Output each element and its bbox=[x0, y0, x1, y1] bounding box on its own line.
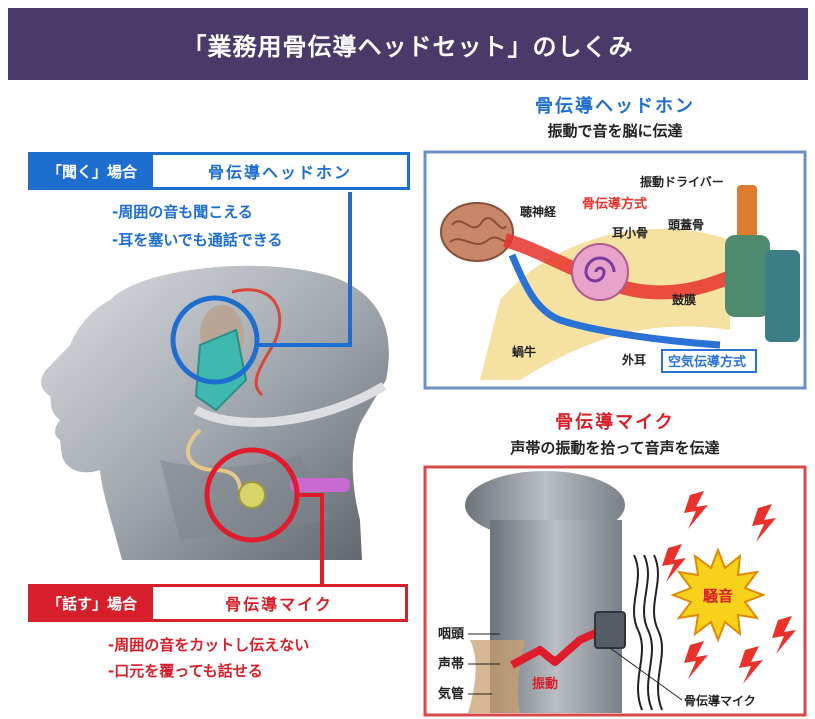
mic-panel-subtitle: 声帯の振動を拾って音声を伝達 bbox=[425, 437, 805, 458]
label-bone-method: 骨伝導方式 bbox=[582, 196, 647, 212]
label-vibration: 振動 bbox=[532, 676, 558, 692]
listen-case-box: 「聞く」場合 骨伝導ヘッドホン bbox=[28, 152, 410, 190]
label-trachea: 気管 bbox=[438, 686, 464, 702]
label-mic: 骨伝導マイク bbox=[684, 693, 756, 708]
speak-device: 骨伝導マイク bbox=[153, 587, 405, 619]
label-nerve: 聴神経 bbox=[520, 204, 557, 219]
headphone-diagram: 振動ドライバー 聴神経 骨伝導方式 耳小骨 頭蓋骨 鼓膜 蝸牛 外耳 空気伝導方… bbox=[425, 152, 805, 388]
cochlea-illustration bbox=[572, 244, 628, 300]
label-skull: 頭蓋骨 bbox=[668, 217, 704, 232]
label-air-method: 空気伝導方式 bbox=[668, 354, 746, 370]
headphone-panel-title: 骨伝導ヘッドホン bbox=[425, 92, 805, 118]
listen-point-2: -耳を塞いでも通話できる bbox=[112, 229, 282, 250]
label-vocal-cords: 声帯 bbox=[437, 656, 464, 672]
label-pharynx: 咽頭 bbox=[438, 627, 465, 642]
head-illustration bbox=[41, 192, 389, 584]
mic-device bbox=[595, 612, 625, 648]
mic-panel-title: 骨伝導マイク bbox=[425, 408, 805, 434]
label-ossicles: 耳小骨 bbox=[612, 225, 648, 240]
mic-diagram: 騒音 咽頭 声帯 気管 振動 骨伝導マイク bbox=[425, 467, 805, 715]
brain-illustration bbox=[441, 203, 513, 261]
label-eardrum: 鼓膜 bbox=[672, 292, 696, 307]
listen-point-1: -周囲の音も聞こえる bbox=[112, 201, 253, 222]
headphone-panel-subtitle: 振動で音を脳に伝達 bbox=[425, 120, 805, 141]
speak-case-box: 「話す」場合 骨伝導マイク bbox=[28, 584, 408, 622]
listen-tag: 「聞く」場合 bbox=[31, 155, 153, 187]
listen-device: 骨伝導ヘッドホン bbox=[153, 155, 407, 187]
speak-point-1: -周囲の音をカットし伝えない bbox=[108, 634, 309, 655]
throat-mic bbox=[239, 482, 265, 508]
label-driver: 振動ドライバー bbox=[640, 174, 724, 189]
label-cochlea: 蝸牛 bbox=[512, 344, 536, 359]
label-canal: 外耳 bbox=[622, 352, 646, 367]
speak-point-2: -口元を覆っても話せる bbox=[108, 660, 263, 681]
label-noise: 騒音 bbox=[703, 587, 733, 605]
speak-tag: 「話す」場合 bbox=[31, 587, 153, 619]
